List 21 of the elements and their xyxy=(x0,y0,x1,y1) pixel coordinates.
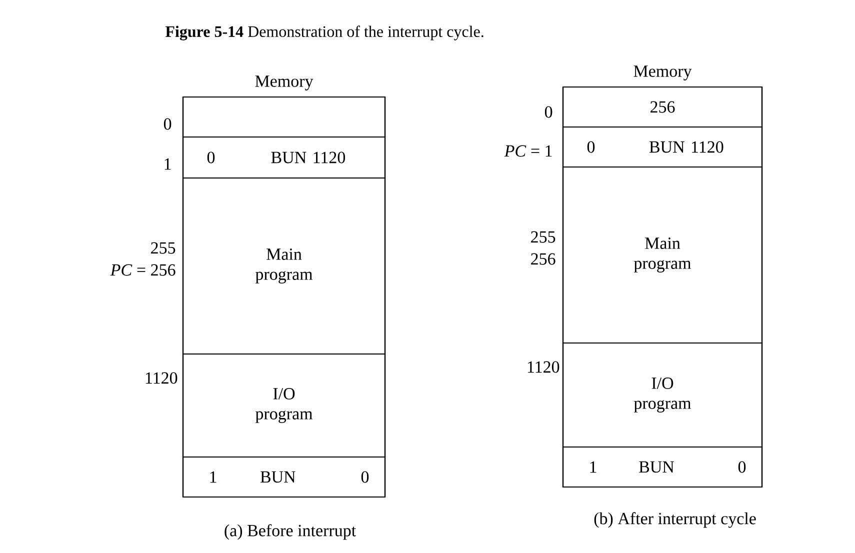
block-label: (a) Before interrupt xyxy=(224,524,356,540)
block-label: (b) After interrupt cycle xyxy=(594,512,756,528)
address-label: 1 xyxy=(164,158,171,170)
address-label: 0 xyxy=(164,118,172,130)
program-area: I/O program xyxy=(182,353,386,458)
program-area: I/O program xyxy=(562,342,763,448)
memory-word: 1 BUN 0 xyxy=(182,456,386,498)
memory-word xyxy=(182,96,386,138)
memory-word: 0 BUN 1120 xyxy=(562,126,763,168)
address-label: 0 xyxy=(544,106,552,118)
memory-word: 256 xyxy=(562,86,763,128)
address-label: 1120 xyxy=(528,361,560,373)
program-area: Main program xyxy=(562,166,763,344)
figure-title: Figure 5-14 Demonstration of the interrupt cycle. xyxy=(165,26,484,40)
memory-heading: Memory xyxy=(634,66,692,80)
address-label: PC = 1 xyxy=(504,145,552,157)
memory-heading: Memory xyxy=(255,76,314,90)
program-area: Main program xyxy=(182,177,386,355)
memory-word: 0 BUN 1120 xyxy=(182,136,386,179)
address-label: 1120 xyxy=(146,372,178,384)
memory-word: 1 BUN 0 xyxy=(562,446,763,488)
